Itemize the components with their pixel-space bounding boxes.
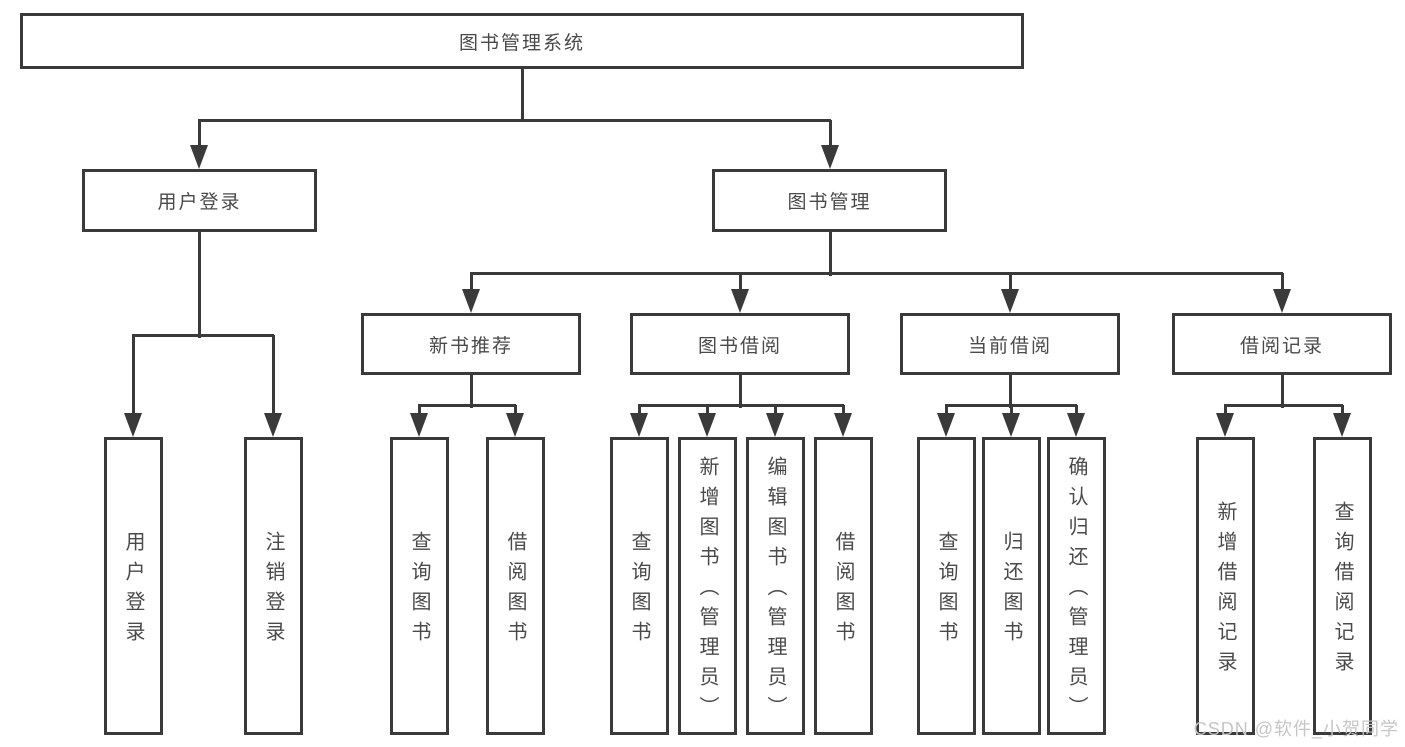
node-borrow-record-label: 借阅记录: [1239, 335, 1324, 357]
node-book-management-label: 图书管理: [787, 192, 872, 213]
leaf-borrow-query-books-label: 查询图书: [628, 531, 650, 651]
connector-line: [842, 405, 845, 418]
connector-line: [198, 119, 831, 122]
connector-line: [1075, 405, 1078, 418]
leaf-current-confirm-return-admin: 确认归还（管理员）: [1047, 437, 1106, 735]
arrowhead: [1002, 413, 1020, 437]
leaf-current-return-books: 归还图书: [982, 437, 1041, 735]
arrowhead: [410, 413, 428, 437]
connector-line: [470, 375, 473, 408]
arrowhead: [124, 413, 142, 437]
connector-line: [418, 404, 516, 407]
arrowhead: [1333, 413, 1351, 437]
leaf-borrow-query-books: 查询图书: [610, 437, 669, 735]
connector-line: [829, 120, 832, 150]
leaf-borrow-borrow-books-label: 借阅图书: [832, 531, 854, 651]
connector-line: [198, 232, 201, 338]
leaf-borrow-add-books-admin-label: 新增图书（管理员）: [696, 456, 718, 726]
connector-line: [470, 273, 473, 293]
connector-line: [638, 405, 641, 418]
arrowhead: [698, 413, 716, 437]
leaf-logout-label: 注销登录: [262, 531, 284, 651]
connector-line: [514, 405, 517, 418]
arrowhead: [190, 145, 208, 169]
connector-line: [470, 272, 1283, 275]
leaf-record-query-borrow-record-label: 查询借阅记录: [1331, 501, 1353, 681]
arrowhead: [506, 413, 524, 437]
connector-line: [945, 404, 1077, 407]
leaf-current-query-books-label: 查询图书: [935, 531, 957, 651]
connector-line: [1224, 405, 1227, 418]
connector-line: [1341, 405, 1344, 418]
node-user-login: 用户登录: [82, 169, 317, 232]
leaf-record-add-borrow-record-label: 新增借阅记录: [1214, 501, 1236, 681]
leaf-record-add-borrow-record: 新增借阅记录: [1196, 437, 1255, 735]
leaf-current-return-books-label: 归还图书: [1000, 531, 1022, 651]
arrowhead: [1273, 289, 1291, 313]
node-current-borrow-label: 当前借阅: [967, 335, 1052, 357]
connector-line: [1009, 273, 1012, 293]
connector-line: [706, 405, 709, 418]
leaf-recommend-query-books: 查询图书: [390, 437, 449, 735]
node-new-book-recommend-label: 新书推荐: [428, 335, 513, 357]
arrowhead: [630, 413, 648, 437]
node-book-borrow: 图书借阅: [630, 313, 850, 375]
arrowhead: [1001, 289, 1019, 313]
connector-line: [739, 273, 742, 293]
arrowhead: [821, 145, 839, 169]
connector-line: [1009, 375, 1012, 408]
node-user-login-label: 用户登录: [157, 192, 242, 213]
leaf-current-query-books: 查询图书: [917, 437, 976, 735]
connector-line: [1224, 404, 1343, 407]
node-current-borrow: 当前借阅: [900, 313, 1120, 375]
leaf-logout: 注销登录: [244, 437, 303, 735]
leaf-borrow-edit-books-admin: 编辑图书（管理员）: [746, 437, 805, 735]
connector-line: [1010, 405, 1013, 418]
arrowhead: [834, 413, 852, 437]
leaf-current-confirm-return-admin-label: 确认归还（管理员）: [1065, 456, 1087, 726]
node-book-management: 图书管理: [712, 169, 947, 232]
connector-line: [132, 334, 274, 337]
connector-line: [132, 335, 135, 418]
leaf-borrow-edit-books-admin-label: 编辑图书（管理员）: [764, 456, 786, 726]
connector-line: [739, 375, 742, 408]
connector-line: [272, 335, 275, 418]
connector-line: [198, 120, 201, 150]
arrowhead: [264, 413, 282, 437]
connector-line: [418, 405, 421, 418]
arrowhead: [462, 289, 480, 313]
connector-line: [829, 232, 832, 276]
connector-line: [945, 405, 948, 418]
leaf-record-query-borrow-record: 查询借阅记录: [1313, 437, 1372, 735]
leaf-user-login: 用户登录: [104, 437, 163, 735]
node-root-label: 图书管理系统: [458, 32, 585, 54]
node-root: 图书管理系统: [20, 13, 1024, 69]
connector-line: [1281, 273, 1284, 293]
leaf-recommend-borrow-books: 借阅图书: [486, 437, 545, 735]
leaf-borrow-borrow-books: 借阅图书: [814, 437, 873, 735]
leaf-recommend-query-books-label: 查询图书: [408, 531, 430, 651]
connector-line: [1281, 375, 1284, 408]
connector-line: [521, 69, 524, 122]
node-new-book-recommend: 新书推荐: [361, 313, 581, 375]
connector-line: [774, 405, 777, 418]
arrowhead: [766, 413, 784, 437]
leaf-borrow-add-books-admin: 新增图书（管理员）: [678, 437, 737, 735]
leaf-user-login-label: 用户登录: [122, 531, 144, 651]
connector-line: [638, 404, 844, 407]
node-borrow-record: 借阅记录: [1172, 313, 1392, 375]
leaf-recommend-borrow-books-label: 借阅图书: [504, 531, 526, 651]
watermark: CSDN @软件_小贺同学: [1193, 719, 1399, 739]
arrowhead: [1216, 413, 1234, 437]
arrowhead: [1067, 413, 1085, 437]
node-book-borrow-label: 图书借阅: [697, 335, 782, 357]
arrowhead: [937, 413, 955, 437]
arrowhead: [731, 289, 749, 313]
